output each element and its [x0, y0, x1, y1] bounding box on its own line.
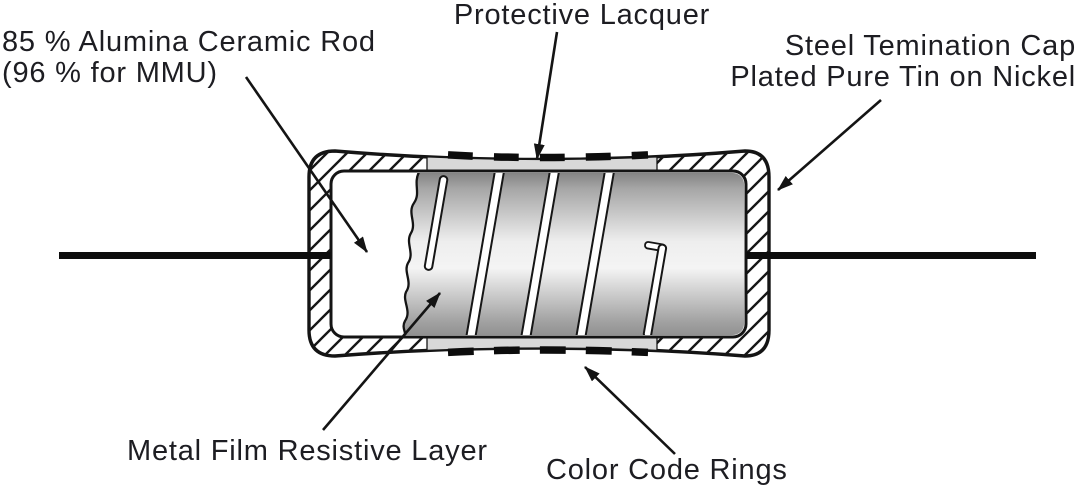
- metal-film-label-text: Metal Film Resistive Layer: [127, 435, 488, 467]
- ceramic-rod-label: 85 % Alumina Ceramic Rod (96 % for MMU): [2, 27, 376, 89]
- color-code-rings-arrow: [584, 366, 676, 455]
- film-edge-wavy-line: [402, 173, 421, 335]
- metal-film-label: Metal Film Resistive Layer: [127, 436, 488, 467]
- metal-film-layer: [403, 173, 744, 335]
- termination-cap-label-line1: Steel Temination Cap: [784, 30, 1076, 62]
- spiral-groove-3: [520, 173, 560, 335]
- ceramic-rod-arrow: [244, 76, 369, 253]
- termination-cap-label-line2: Plated Pure Tin on Nickel: [730, 61, 1076, 93]
- protective-lacquer-label-text: Protective Lacquer: [453, 0, 711, 31]
- color-code-rings-bottom: [447, 346, 649, 357]
- termination-cap-arrow: [777, 99, 882, 191]
- ceramic-rod-label-line2: (96 % for MMU): [2, 57, 218, 89]
- protective-lacquer-arrow: [533, 31, 559, 160]
- protective-lacquer-label: Protective Lacquer: [332, 0, 832, 31]
- spiral-groove-5: [642, 243, 668, 335]
- metal-film-arrow: [322, 292, 441, 431]
- spiral-groove-1: [423, 175, 449, 271]
- termination-cap-label: Steel Temination Cap Plated Pure Tin on …: [730, 31, 1076, 93]
- spiral-groove-2: [465, 173, 505, 335]
- color-code-rings-label: Color Code Rings: [546, 455, 788, 486]
- spiral-groove-4: [575, 173, 615, 335]
- ceramic-rod-label-line1: 85 % Alumina Ceramic Rod: [2, 26, 376, 58]
- color-code-rings-label-text: Color Code Rings: [546, 454, 788, 486]
